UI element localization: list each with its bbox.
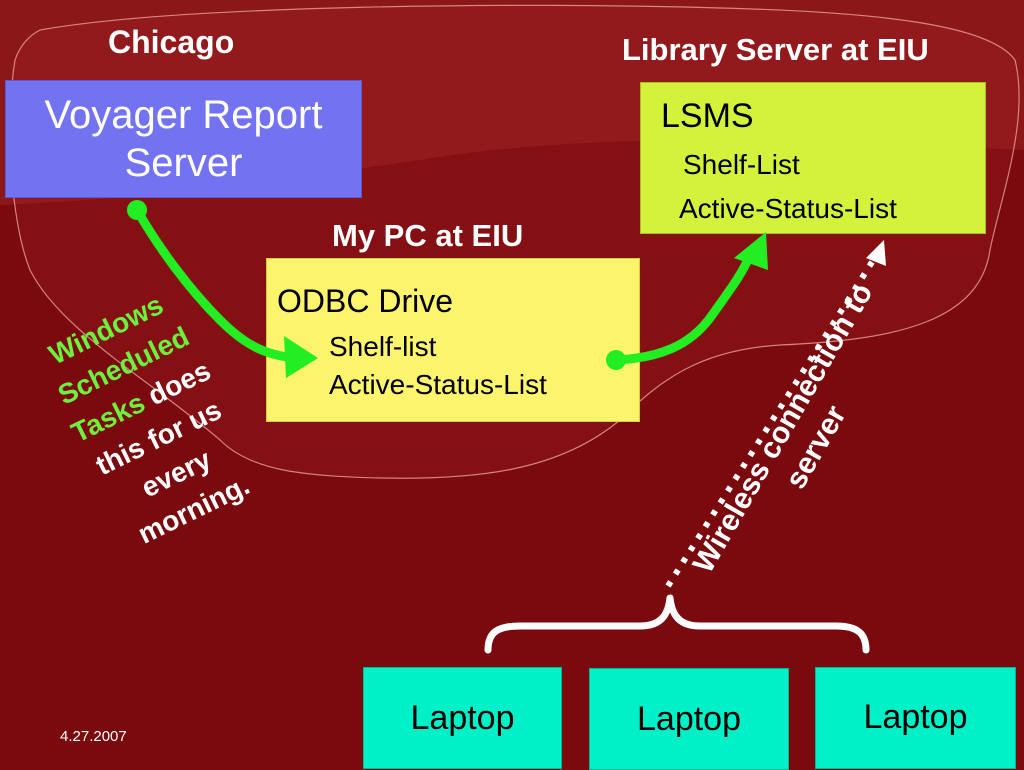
odbc-shelf-list: Shelf-list (329, 331, 437, 362)
laptop-box-2: Laptop (589, 668, 789, 770)
voyager-line-1: Voyager Report (44, 93, 323, 137)
my-pc-label: My PC at EIU (332, 218, 524, 253)
wireless-dotted-arrow (665, 240, 886, 588)
voyager-report-server-box: Voyager Report Server (5, 80, 362, 198)
footer-date: 4.27.2007 (60, 728, 127, 745)
laptop-box-3: Laptop (815, 667, 1016, 769)
chicago-label: Chicago (108, 24, 235, 60)
library-server-label: Library Server at EIU (622, 32, 929, 67)
lsms-active-status-list: Active-Status-List (679, 193, 897, 224)
voyager-line-2: Server (124, 141, 243, 185)
lsms-title: LSMS (661, 97, 754, 135)
odbc-title: ODBC Drive (277, 283, 454, 319)
arrow-voyager-to-odbc (127, 200, 318, 378)
arrow-odbc-to-lsms (606, 232, 768, 370)
odbc-active-status-list: Active-Status-List (329, 369, 547, 400)
laptop-box-1: Laptop (363, 667, 562, 769)
odbc-drive-box: ODBC Drive Shelf-list Active-Status-List (266, 258, 640, 422)
laptop-group-brace (484, 594, 870, 654)
lsms-shelf-list: Shelf-List (683, 149, 800, 180)
lsms-box: LSMS Shelf-List Active-Status-List (640, 82, 986, 234)
